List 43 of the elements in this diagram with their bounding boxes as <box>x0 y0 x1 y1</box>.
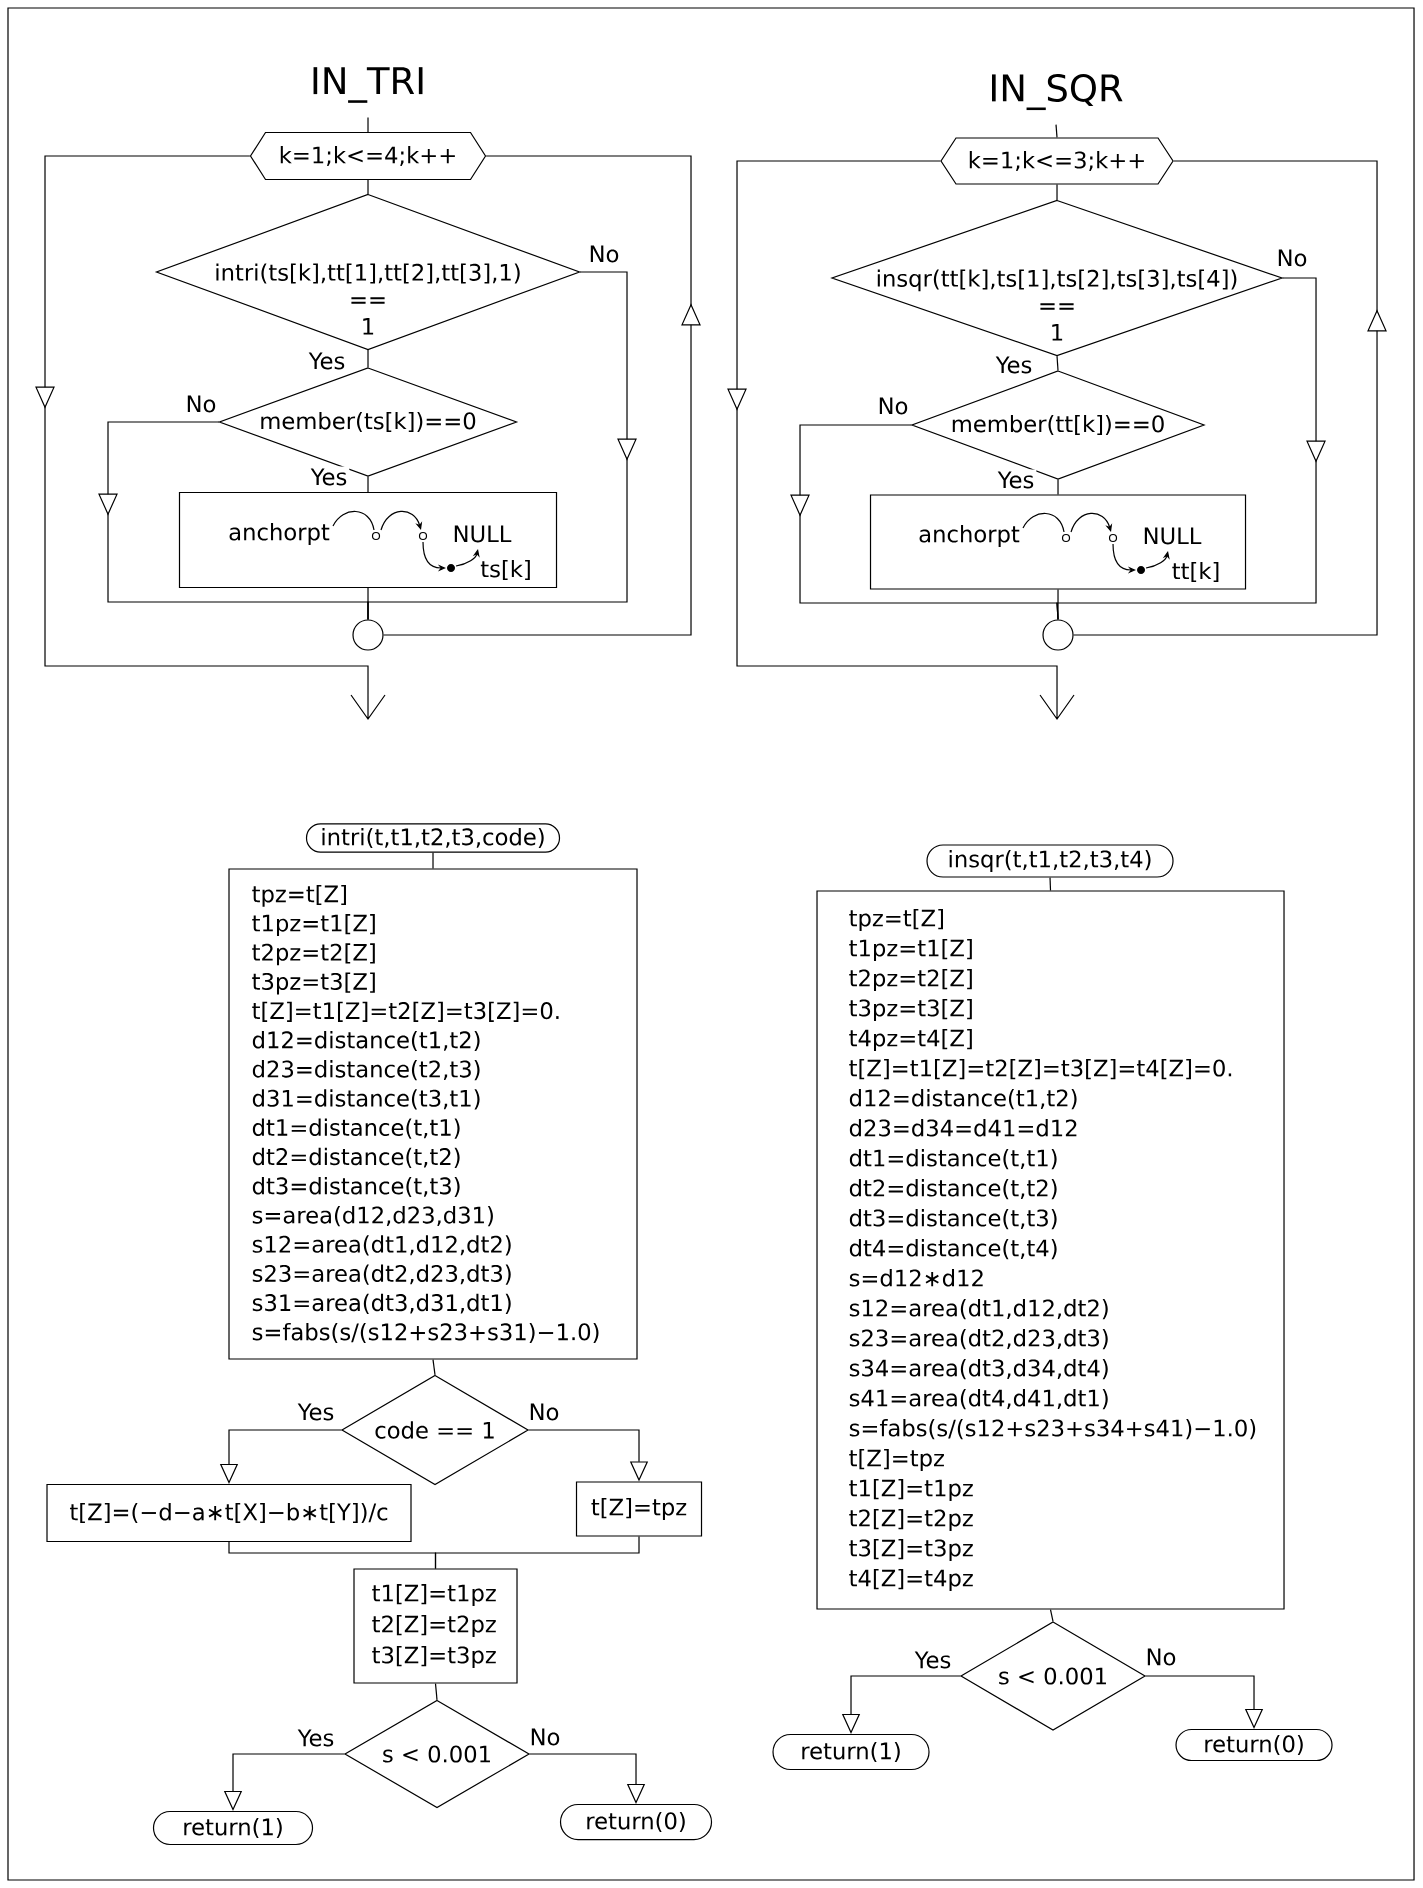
connector-line <box>432 1359 436 1376</box>
edge-label: Yes <box>295 1727 337 1749</box>
loop-hexagon: k=1;k<=4;k++ <box>249 131 487 181</box>
edge-label: Yes <box>912 1649 954 1671</box>
connector-line <box>1049 877 1052 891</box>
connector-line <box>367 116 369 133</box>
connector-line <box>367 349 369 368</box>
edge-label: Yes <box>308 466 350 488</box>
edge-label: No <box>875 395 911 417</box>
process-box: anchorpt NULL tt[k] <box>869 494 1247 590</box>
process-box: anchorpt NULL ts[k] <box>178 491 558 589</box>
connector-circle <box>1042 619 1074 651</box>
connector-line <box>367 476 369 493</box>
heading: IN_TRI <box>313 67 423 103</box>
connector-line <box>1056 355 1059 371</box>
connector-line <box>1057 589 1059 620</box>
process-box: t[Z]=(−d−a∗t[X]−b∗t[Y])/c <box>46 1483 412 1543</box>
connector-arrow <box>529 1753 646 1804</box>
connector-line <box>1049 1609 1054 1622</box>
connector-line <box>367 179 369 195</box>
connector-line <box>1057 479 1059 495</box>
connector-line <box>432 852 434 869</box>
edge-label: Yes <box>995 469 1037 491</box>
connector-line <box>1055 124 1058 138</box>
process-box: tpz=t[Z] t1pz=t1[Z] t2pz=t2[Z] t3pz=t3[Z] t[Z]=t1[Z]=t2[Z]=t3[Z]=0. d12=distance(t1,t2) d23=distance(t2,t3) d31=distance(t3,t1) dt1=distance(t,t1) dt2=distance(t,t2) dt3=distance(t,t3) s=area(d12,d23,d31) s12=area(dt1,d12,dt2) s23=area(dt2,d23,dt3) s31=area(dt3,d31,dt1) s=fabs(s/(s12+s23+s31)−1.0) <box>228 868 638 1360</box>
edge-label: No <box>183 393 219 415</box>
connector-line <box>367 587 369 620</box>
process-box: t[Z]=tpz <box>575 1481 703 1537</box>
process-box: tpz=t[Z] t1pz=t1[Z] t2pz=t2[Z] t3pz=t3[Z] t4pz=t4[Z] t[Z]=t1[Z]=t2[Z]=t3[Z]=t4[Z]=0. d12=distance(t1,t2) d23=d34=d41=d12 dt1=distance(t,t1) dt2=distance(t,t2) dt3=distance(t,t3) dt4=distance(t,t4) s=d12∗d12 s12=area(dt1,d12,dt2) s23=area(dt2,d23,dt3) s34=area(dt3,d34,dt4) s41=area(dt4,d41,dt1) s=fabs(s/(s12+s23+s34+s41)−1.0) t[Z]=tpz t1[Z]=t1pz t2[Z]=t2pz t3[Z]=t3pz t4[Z]=t4pz <box>816 890 1285 1610</box>
connector-circle <box>352 619 384 651</box>
edge-label: No <box>586 243 622 265</box>
connector-arrow <box>1073 160 1387 636</box>
process-box: t1[Z]=t1pz t2[Z]=t2pz t3[Z]=t3pz <box>353 1568 518 1684</box>
connector-line <box>434 1536 640 1569</box>
connector-arrow <box>727 160 1075 721</box>
edge-label: Yes <box>295 1401 337 1423</box>
connector-arrow <box>35 155 386 721</box>
connector-line <box>434 1683 438 1701</box>
connector-arrow <box>383 155 701 636</box>
heading: IN_SQR <box>992 73 1123 111</box>
connector-arrow <box>1145 1675 1264 1729</box>
connector-line <box>1056 184 1058 201</box>
loop-hexagon: k=1;k<=3;k++ <box>940 137 1174 185</box>
